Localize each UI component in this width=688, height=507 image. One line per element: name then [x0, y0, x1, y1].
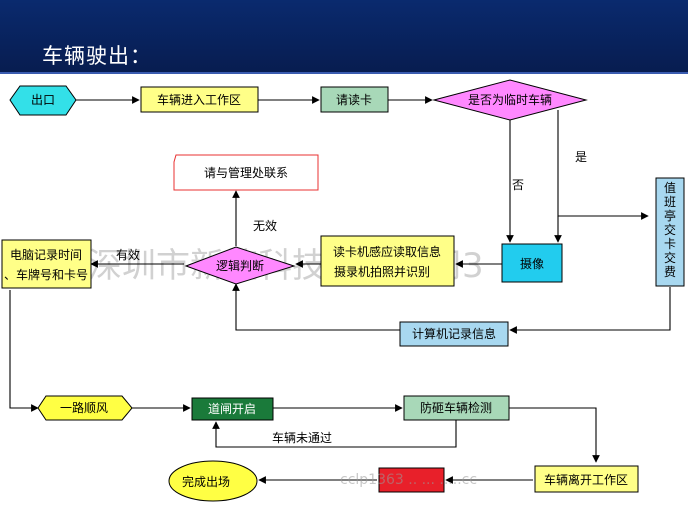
node-leave-area-label: 车辆离开工作区 — [544, 472, 628, 487]
edge-label-not-passed: 车辆未通过 — [272, 430, 332, 445]
node-finish-label: 完成出场 — [182, 474, 230, 489]
node-is-temporary-label: 是否为临时车辆 — [468, 92, 552, 107]
node-is-temporary-decision: 是否为临时车辆 — [432, 79, 588, 121]
node-camera: 摄像 — [501, 243, 563, 283]
arrow-booth-to-computer — [509, 287, 671, 334]
node-gate-open-label: 道闸开启 — [208, 402, 256, 416]
edge-label-yes: 是 — [575, 150, 587, 164]
node-duty-booth-char: 费 — [664, 265, 676, 279]
arrow-computer-to-logic — [232, 283, 400, 331]
banner-divider — [0, 72, 688, 74]
node-gate-open: 道闸开启 — [191, 397, 274, 421]
node-duty-booth-char: 亭 — [664, 208, 676, 223]
node-bon-voyage: 一路顺风 — [37, 395, 133, 421]
arrow-not-passed-to-gate — [212, 420, 457, 448]
node-read-card-label: 请读卡 — [336, 93, 372, 107]
node-pc-record-line1: 电脑记录时间 — [10, 248, 82, 262]
node-enter-area: 车辆进入工作区 — [140, 86, 259, 113]
node-duty-booth: 值 班 亭 交 卡 交 费 — [655, 177, 685, 287]
node-logic-judge: 逻辑判断 — [184, 246, 296, 285]
node-camera-label: 摄像 — [520, 256, 544, 271]
node-read-card: 请读卡 — [320, 86, 389, 113]
edge-label-no: 否 — [512, 178, 524, 192]
node-leave-area: 车辆离开工作区 — [534, 465, 639, 493]
node-enter-area-label: 车辆进入工作区 — [157, 92, 241, 107]
node-finish: 完成出场 — [168, 460, 258, 502]
node-duty-booth-char: 交 — [664, 250, 676, 265]
node-computer-record-label: 计算机记录信息 — [412, 326, 496, 341]
node-anti-smash-label: 防砸车辆检测 — [420, 400, 492, 415]
node-bon-voyage-label: 一路顺风 — [60, 400, 108, 415]
node-duty-booth-char: 卡 — [664, 237, 676, 251]
edge-label-invalid: 无效 — [253, 218, 277, 233]
connectors — [9, 96, 671, 484]
node-pc-record-line2: 、车牌号和卡号 — [4, 267, 88, 282]
node-card-reader-line1: 读卡机感应读取信息 — [333, 244, 441, 259]
node-exit: 出口 — [9, 85, 77, 116]
arrow-yes-to-booth — [557, 110, 649, 220]
node-pc-record: 电脑记录时间 、车牌号和卡号 — [1, 239, 92, 289]
node-contact-management: 请与管理处联系 — [173, 154, 319, 191]
watermark-url: cclp1363 .. ... .....cc — [340, 472, 477, 488]
title-banner: 车辆驶出： — [0, 0, 688, 74]
node-duty-booth-char: 值 — [664, 180, 676, 195]
edge-label-valid: 有效 — [116, 247, 140, 262]
page-title: 车辆驶出： — [42, 44, 152, 68]
node-anti-smash: 防砸车辆检测 — [403, 395, 510, 421]
node-stop-red — [378, 467, 445, 493]
node-logic-judge-label: 逻辑判断 — [216, 258, 264, 273]
node-card-reader: 读卡机感应读取信息 摄录机拍照并识别 — [320, 235, 455, 287]
node-exit-label: 出口 — [31, 93, 55, 107]
arrow-pc-to-bon-voyage — [9, 290, 39, 412]
node-card-reader-line2: 摄录机拍照并识别 — [334, 264, 430, 279]
node-contact-management-label: 请与管理处联系 — [204, 165, 288, 180]
node-duty-booth-char: 交 — [664, 222, 676, 237]
node-computer-record: 计算机记录信息 — [399, 321, 509, 347]
node-duty-booth-char: 班 — [664, 195, 676, 209]
arrow-anti-smash-to-leave — [509, 407, 600, 463]
